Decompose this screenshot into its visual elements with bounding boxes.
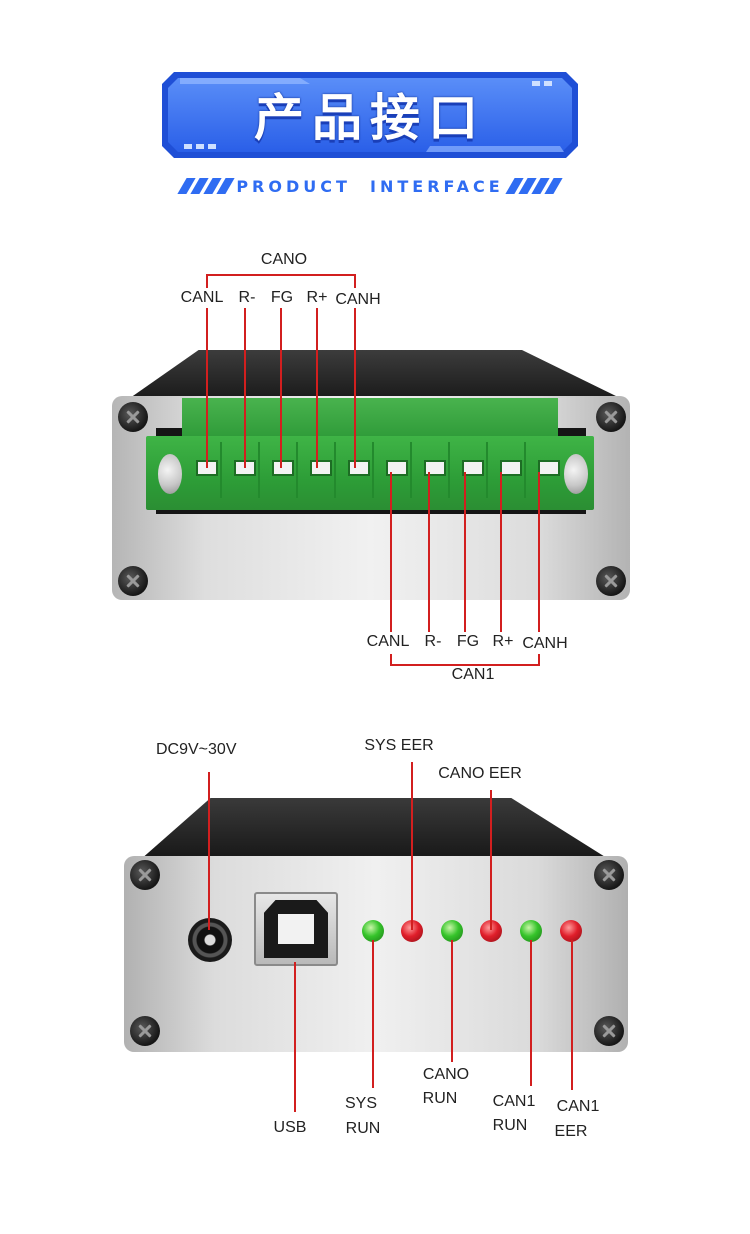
can1-pin-label-canl: CANL [366,633,410,650]
can1-pin-label-r-minus: R- [424,633,442,650]
can0-bracket-right [354,274,356,288]
can0-bracket [206,274,356,276]
terminal-divider [220,442,222,498]
terminal-screw-right-icon [564,454,588,494]
led-can1-eer-icon [560,920,582,942]
power-label: DC9V~30V [156,741,237,758]
leader-line [530,940,532,1086]
leader-line [316,308,318,468]
screw-icon [118,402,148,432]
terminal-pin [310,460,332,476]
can1-bracket-left [390,654,392,666]
terminal-divider [296,442,298,498]
leader-line [206,308,208,468]
banner-subtitle-row: PRODUCT INTERFACE [160,174,580,198]
banner-title: 产品接口 [254,89,486,147]
can1-pin-label-fg: FG [456,633,480,650]
screw-icon [594,1016,624,1046]
leader-line [354,308,356,468]
screw-icon [594,860,624,890]
can0-group-label: CANO [260,251,308,268]
terminal-block-top [182,398,558,438]
dc-jack-icon [188,918,232,962]
header-banner [162,72,578,158]
can1-group-label: CAN1 [451,666,495,683]
can1-run-label-line2: RUN [492,1117,528,1134]
terminal-divider [410,442,412,498]
terminal-divider [524,442,526,498]
stripes-right-icon [505,178,563,194]
terminal-pin [538,460,560,476]
led-sys-run-icon [362,920,384,942]
leader-line [372,940,374,1088]
usb-port-tongue [278,914,314,944]
sys-run-label-line2: RUN [345,1120,381,1137]
terminal-pin [500,460,522,476]
leader-line [538,472,540,632]
can0-bracket-left [206,274,208,288]
can0-eer-label: CANO EER [438,765,522,782]
led-can0-run-icon [441,920,463,942]
terminal-screw-left-icon [158,454,182,494]
can0-run-label-line2: RUN [422,1090,458,1107]
sys-run-label-line1: SYS [344,1095,378,1112]
leader-line [490,790,492,930]
leader-line [451,940,453,1062]
can1-run-label-line1: CAN1 [492,1093,536,1110]
screw-icon [130,1016,160,1046]
leader-line [280,308,282,468]
can0-pin-label-fg: FG [270,289,294,306]
device1-top-shell [130,350,620,398]
can1-pin-label-r-plus: R+ [492,633,514,650]
screw-icon [130,860,160,890]
led-can0-eer-icon [480,920,502,942]
leader-line [571,940,573,1090]
screw-icon [596,402,626,432]
leader-line [244,308,246,468]
screw-icon [596,566,626,596]
banner-subtitle: PRODUCT INTERFACE [236,176,504,196]
leader-line [294,962,296,1112]
can1-bracket-right [538,654,540,666]
leader-line [428,472,430,632]
stripes-left-icon [177,178,235,194]
terminal-divider [334,442,336,498]
led-can1-run-icon [520,920,542,942]
terminal-divider [372,442,374,498]
can0-pin-label-canh: CANH [335,291,381,308]
can1-eer-label-line2: EER [554,1123,588,1140]
leader-line [500,472,502,632]
can1-bracket [390,664,540,666]
usb-label: USB [273,1119,307,1136]
can0-pin-label-canl: CANL [180,289,224,306]
terminal-divider [448,442,450,498]
can0-run-label-line1: CANO [422,1066,470,1083]
can0-pin-label-r-minus: R- [238,289,256,306]
terminal-divider [258,442,260,498]
can1-pin-label-canh: CANH [522,635,568,652]
leader-line [411,762,413,930]
leader-line [464,472,466,632]
leader-line [390,472,392,632]
can0-pin-label-r-plus: R+ [306,289,328,306]
terminal-pin [462,460,484,476]
led-sys-eer-icon [401,920,423,942]
terminal-pin [348,460,370,476]
leader-line [208,772,210,930]
device2-top-shell [140,798,610,860]
can1-eer-label-line1: CAN1 [556,1098,600,1115]
screw-icon [118,566,148,596]
terminal-pin [272,460,294,476]
terminal-divider [486,442,488,498]
sys-eer-label: SYS EER [364,737,434,754]
